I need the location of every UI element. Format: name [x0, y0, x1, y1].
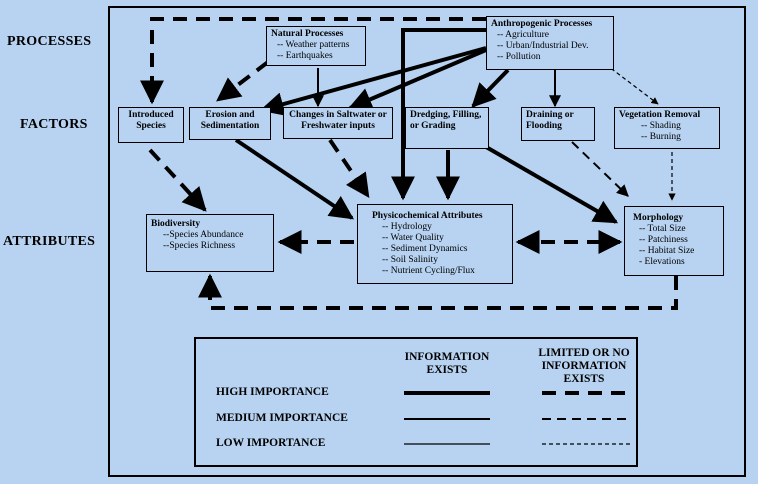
box-vegetation-removal: Vegetation Removal -- Shading -- Burning: [614, 107, 720, 149]
arrow-natural-to-erosion: [216, 60, 270, 102]
box-morphology-title: Morphology: [633, 213, 684, 223]
arrow-anthro-to-erosion: [259, 46, 487, 116]
row-label-attributes: ATTRIBUTES: [3, 234, 96, 249]
box-draining-title: Draining or Flooding: [526, 110, 574, 131]
box-introduced-species: Introduced Species: [118, 107, 184, 143]
box-dredging-title: Dredging, Filling, or Grading: [410, 110, 482, 131]
box-physico-title: Physicochemical Attributes: [372, 211, 483, 221]
box-anthro-title: Anthropogenic Processes: [491, 19, 593, 29]
box-anthro-item: -- Pollution: [497, 52, 541, 62]
box-natural-title: Natural Processes: [271, 29, 344, 39]
box-saltwater-freshwater: Changes in Saltwater or Freshwater input…: [283, 107, 393, 139]
box-morphology-item: -- Total Size: [639, 224, 686, 234]
row-label-processes: PROCESSES: [7, 34, 92, 49]
box-morphology-item: -- Habitat Size: [639, 246, 695, 256]
box-physico-item: -- Nutrient Cycling/Flux: [382, 266, 475, 276]
row-label-factors: FACTORS: [20, 117, 88, 132]
box-draining-flooding: Draining or Flooding: [521, 107, 595, 141]
box-biodiversity-item: --Species Richness: [163, 241, 236, 251]
box-vegetation-item: -- Shading: [641, 121, 681, 131]
legend-label-low: LOW IMPORTANCE: [216, 437, 326, 449]
box-physico-item: -- Soil Salinity: [382, 255, 438, 265]
box-anthro-item: -- Agriculture: [497, 30, 549, 40]
box-physico-item: -- Hydrology: [382, 222, 432, 232]
arrow-draining-to-morphology: [571, 141, 629, 197]
arrow-anthro-to-vegetation: [599, 59, 659, 105]
box-anthro-item: -- Urban/Industrial Dev.: [497, 41, 589, 51]
box-erosion-title: Erosion and Sedimentation: [200, 110, 260, 131]
box-morphology: Morphology -- Total Size -- Patchiness -…: [624, 206, 724, 276]
arrow-anthro-to-dredging: [471, 68, 510, 108]
box-natural-processes: Natural Processes -- Weather patterns --…: [266, 26, 366, 66]
arrow-dredging-to-morphology: [472, 138, 619, 224]
arrow-erosion-to-physico: [234, 138, 354, 220]
legend: INFORMATION EXISTS LIMITED OR NO INFORMA…: [194, 337, 638, 467]
box-physico-item: -- Sediment Dynamics: [382, 244, 468, 254]
box-physico-item: -- Water Quality: [382, 233, 444, 243]
arrow-saltwater-to-physico: [328, 138, 370, 198]
box-vegetation-title: Vegetation Removal: [619, 110, 701, 120]
legend-label-medium: MEDIUM IMPORTANCE: [216, 412, 348, 424]
arrow-morphology-to-biodiversity: [198, 273, 678, 310]
box-erosion-sedimentation: Erosion and Sedimentation: [189, 107, 271, 140]
box-anthropogenic-processes: Anthropogenic Processes -- Agriculture -…: [486, 16, 614, 70]
box-physicochemical: Physicochemical Attributes -- Hydrology …: [357, 204, 513, 284]
box-natural-item: -- Earthquakes: [277, 51, 333, 61]
box-saltwater-title: Changes in Saltwater or Freshwater input…: [289, 110, 387, 131]
box-vegetation-item: -- Burning: [641, 132, 681, 142]
legend-header-limited: LIMITED OR NO INFORMATION EXISTS: [538, 347, 630, 385]
box-morphology-item: - Elevations: [639, 257, 685, 267]
box-biodiversity-title: Biodiversity: [151, 219, 201, 229]
arrow-anthro-to-physico: [391, 28, 486, 201]
box-biodiversity-item: --Species Abundance: [163, 230, 244, 240]
legend-label-high: HIGH IMPORTANCE: [216, 386, 329, 398]
legend-header-exists: INFORMATION EXISTS: [404, 351, 490, 376]
box-biodiversity: Biodiversity --Species Abundance --Speci…: [146, 214, 274, 272]
box-introduced-title: Introduced Species: [128, 110, 174, 131]
box-natural-item: -- Weather patterns: [277, 40, 350, 50]
arrow-anthro-to-introduced: [140, 17, 486, 105]
box-dredging-filling: Dredging, Filling, or Grading: [405, 107, 489, 149]
arrow-introduced-to-biodiversity: [148, 148, 207, 212]
box-morphology-item: -- Patchiness: [639, 235, 688, 245]
arrow-anthro-to-saltwater: [347, 48, 487, 111]
